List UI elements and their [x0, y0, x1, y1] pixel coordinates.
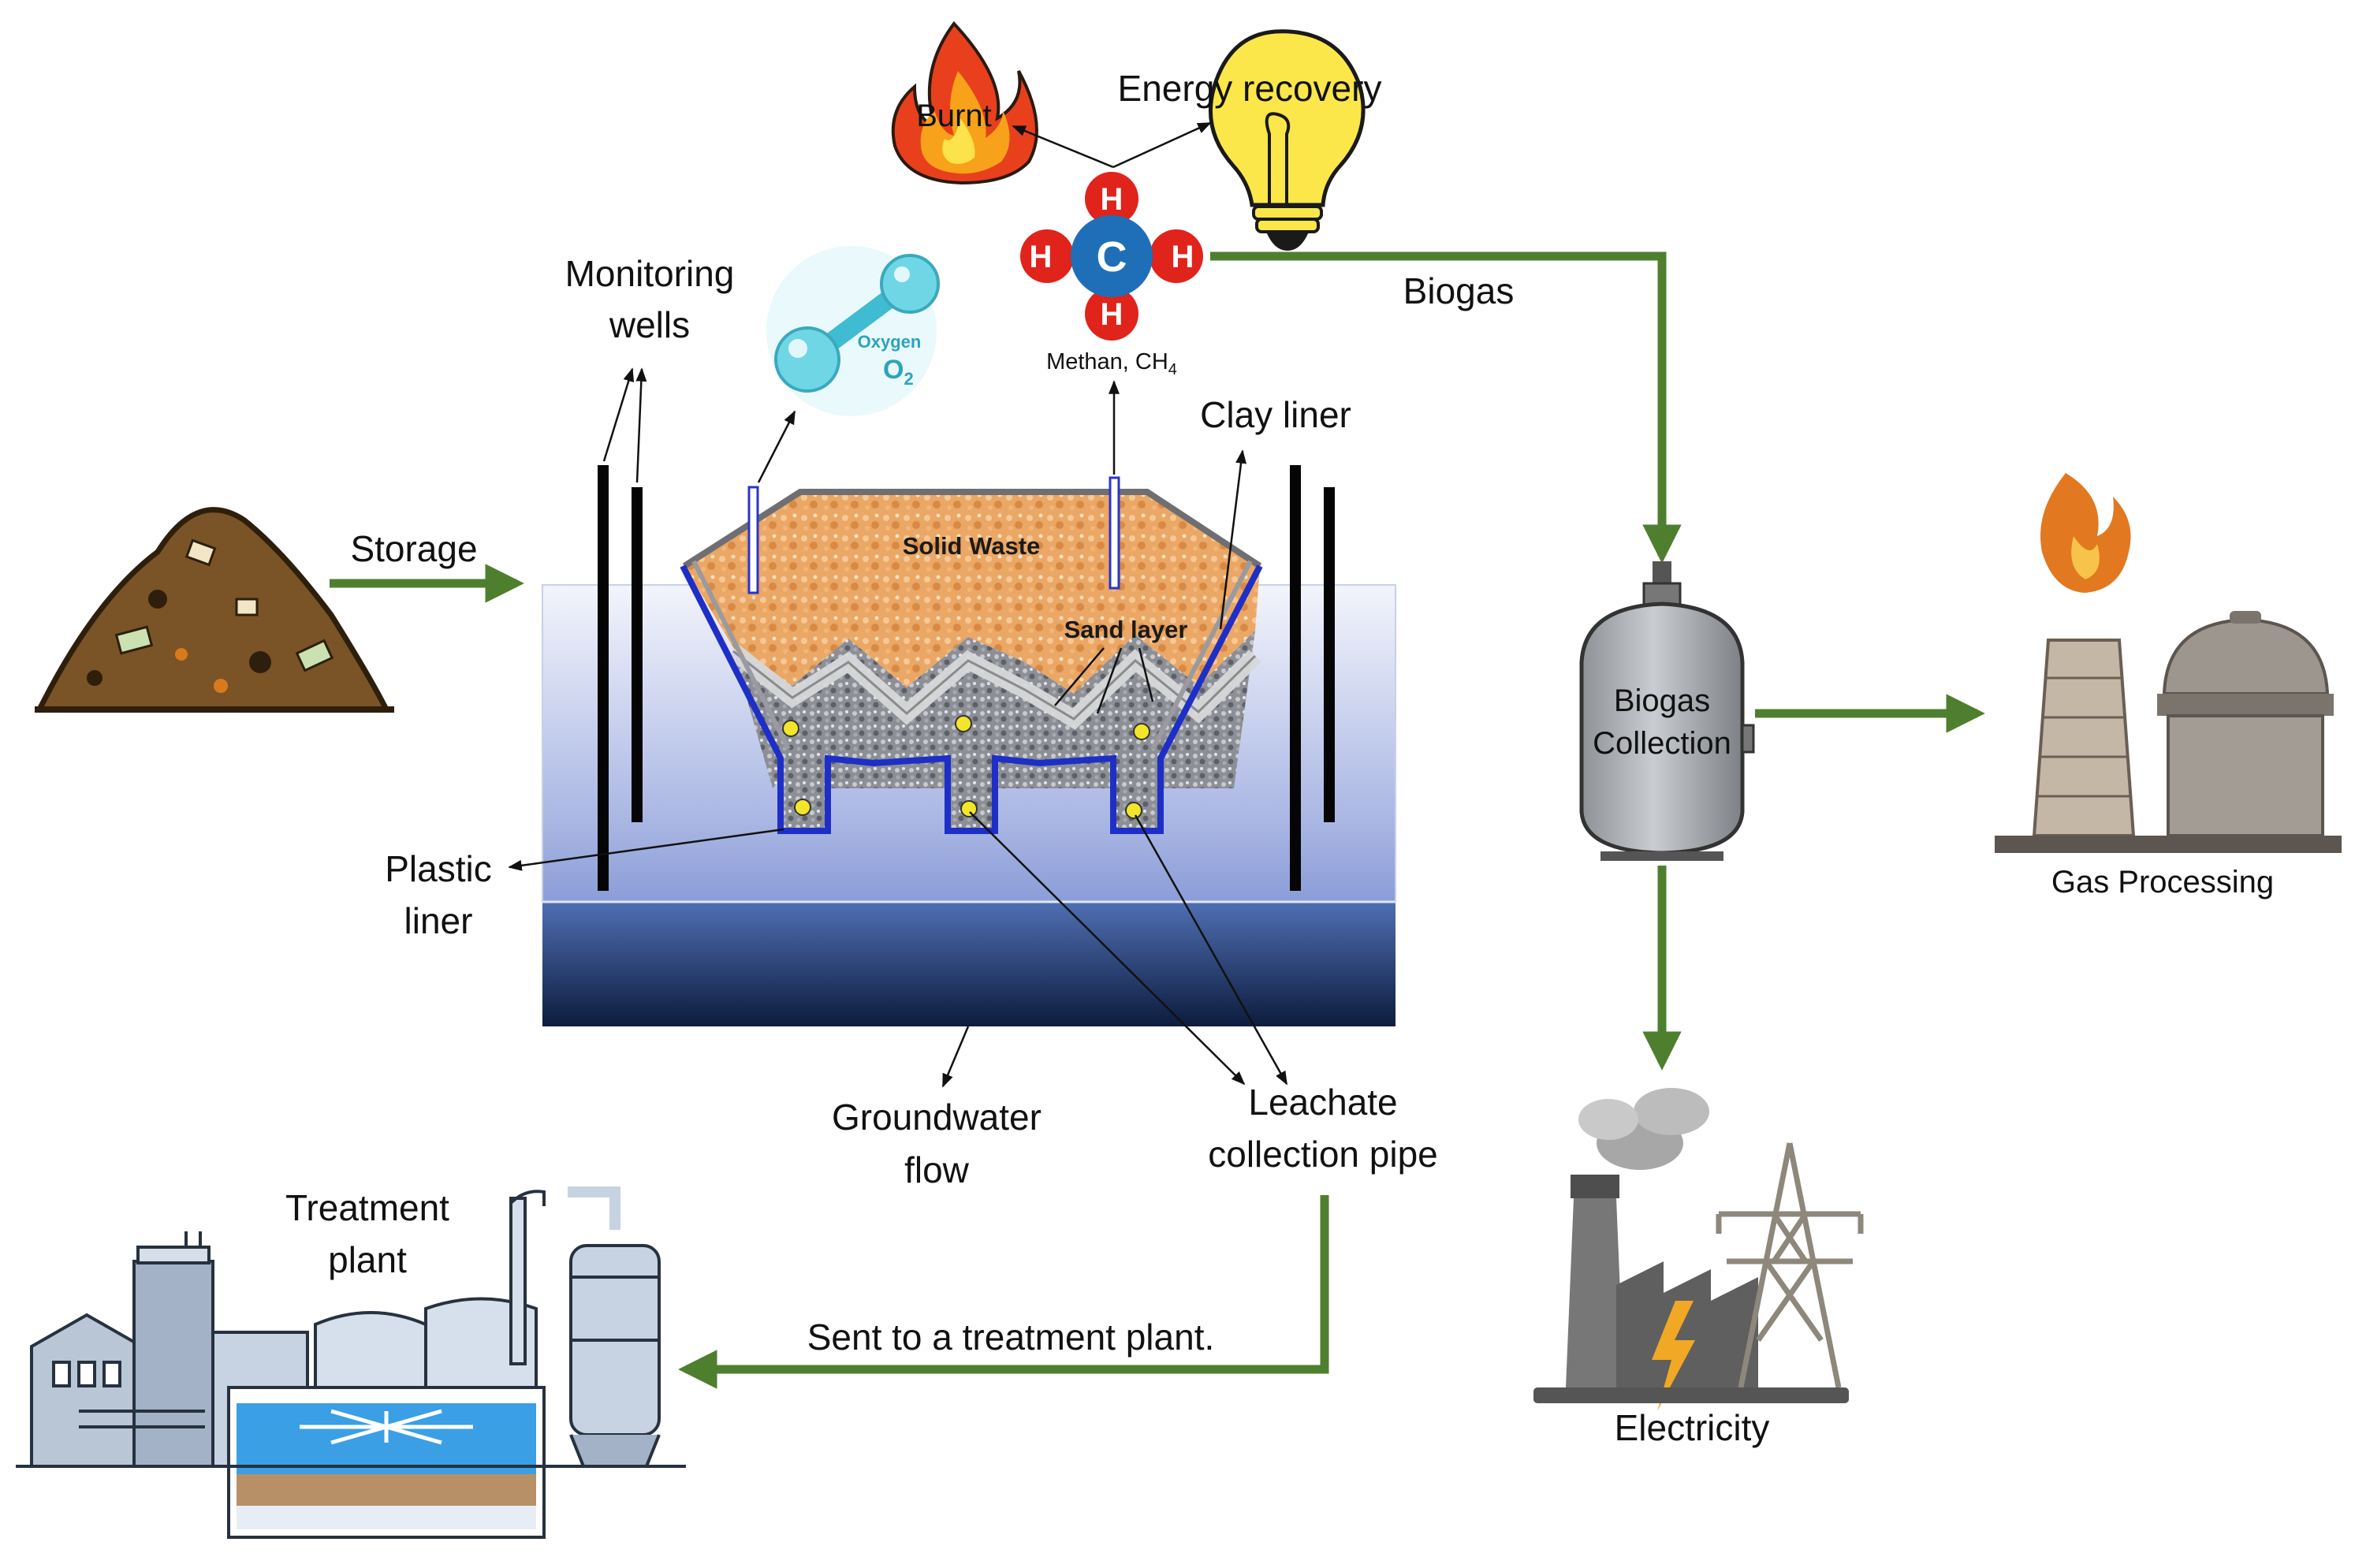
burnt-label: Burnt [916, 99, 992, 133]
monitoring-wells-label-line2: wells [609, 304, 690, 345]
monitoring-wells-pointers [602, 367, 647, 483]
fire-icon [891, 20, 1038, 185]
treatment-plant-label-line2: plant [328, 1239, 407, 1280]
biogas-tank-icon [1579, 561, 1755, 861]
methane-atom-h-bottom: H [1101, 297, 1123, 332]
clay-liner-line [691, 560, 1253, 750]
oxygen-pointer [757, 410, 796, 483]
groundwater-flow-pointer [941, 1026, 970, 1088]
methane-atom-h-top: H [1101, 182, 1123, 217]
plastic-liner-pointer [508, 828, 784, 871]
leachate-pipe-pointers [969, 811, 1288, 1086]
methane-atom-h-left: H [1030, 240, 1053, 274]
methane-use-pointers [1012, 121, 1212, 169]
methane-atom-h-right: H [1172, 240, 1194, 274]
sand-layer-pointers [1054, 647, 1154, 714]
biogas-tank-label-line2: Collection [1593, 726, 1731, 761]
groundwater-flow-label-line1: Groundwater [832, 1097, 1041, 1138]
plastic-liner-label-line2: liner [404, 900, 473, 941]
landfill-cell [680, 476, 1263, 834]
sand-layer-label: Sand layer [1064, 616, 1188, 643]
electricity-label: Electricity [1615, 1407, 1770, 1448]
energy-recovery-label: Energy recovery [1118, 68, 1382, 109]
leachate-pipe-label-line1: Leachate [1248, 1082, 1397, 1123]
methane-label-text: Methan, CH [1046, 349, 1168, 374]
methane-atom-c: C [1097, 233, 1127, 281]
methane-molecule-icon [1020, 172, 1203, 341]
treatment-plant-label-line1: Treatment [285, 1187, 449, 1228]
biogas-flow-label: Biogas [1403, 270, 1515, 311]
gas-processing-label: Gas Processing [2051, 865, 2274, 899]
biogas-flow-arrow [1210, 251, 1682, 564]
plastic-liner-line [680, 564, 1263, 834]
methane-label-subscript: 4 [1168, 361, 1177, 378]
oxygen-formula-o: O [883, 355, 904, 385]
oxygen-vent-pipe [747, 486, 759, 594]
oxygen-molecule-icon [766, 246, 940, 416]
storage-label: Storage [350, 528, 477, 569]
monitoring-wells-label-line1: Monitoring [565, 253, 735, 294]
solid-waste-label: Solid Waste [903, 532, 1041, 560]
oxygen-name-label: Oxygen [858, 332, 922, 352]
leachate-pipes [782, 715, 1150, 819]
oxygen-formula-label: O2 [883, 355, 914, 389]
treatment-plant-icon [16, 1186, 686, 1539]
oxygen-formula-subscript: 2 [904, 369, 913, 389]
treatment-flow-arrow [678, 1195, 1329, 1389]
methane-label: Methan, CH4 [1046, 349, 1177, 378]
groundwater-flow-label-line2: flow [904, 1149, 970, 1190]
light-bulb-icon [1208, 29, 1366, 251]
methane-vent-pipe [1109, 476, 1120, 590]
gas-processing-icon [1995, 473, 2342, 853]
leachate-pipe-label-line2: collection pipe [1208, 1134, 1438, 1175]
electricity-icon [1533, 1088, 1864, 1411]
plastic-liner-label-line1: Plastic [385, 848, 491, 889]
monitoring-well-pipes [598, 465, 1335, 891]
sent-to-treatment-label: Sent to a treatment plant. [807, 1317, 1215, 1358]
clay-liner-pointer [1219, 449, 1247, 630]
clay-liner-label: Clay liner [1200, 394, 1351, 435]
waste-pile-icon [35, 507, 394, 713]
biogas-tank-label-line1: Biogas [1614, 683, 1710, 718]
